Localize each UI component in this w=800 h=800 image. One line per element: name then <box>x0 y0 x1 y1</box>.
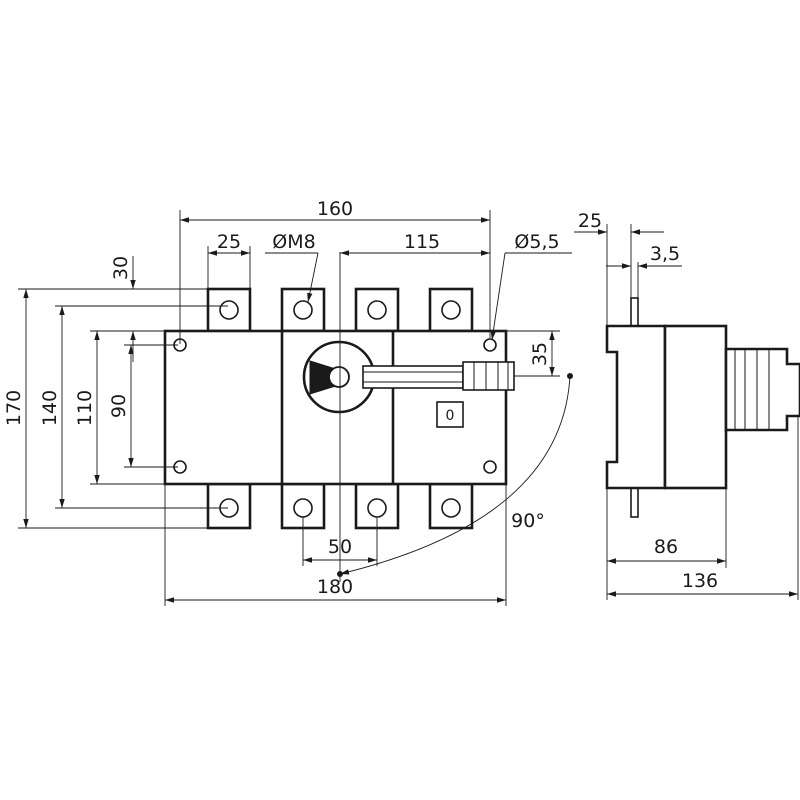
dim-110: 110 <box>74 390 96 426</box>
arc-start-dot <box>567 373 573 379</box>
side-view: 25 3,5 86 136 <box>574 210 800 600</box>
side-handle <box>724 347 800 432</box>
terminal-hole <box>293 300 313 320</box>
dim-3-5: 3,5 <box>650 243 680 265</box>
mounting-hole <box>483 338 497 352</box>
arc-end-dot <box>337 571 343 577</box>
dim-136: 136 <box>682 570 718 592</box>
terminal-hole <box>293 498 313 518</box>
dim-30: 30 <box>110 256 132 280</box>
dim-140: 140 <box>39 390 61 426</box>
dim-25-terminal: 25 <box>217 231 241 253</box>
side-front <box>663 324 728 490</box>
terminal-hole <box>219 300 239 320</box>
dim-86: 86 <box>654 536 678 558</box>
front-view: 0 160 25 ØM8 115 Ø5,5 30 <box>3 198 573 606</box>
mounting-hole <box>483 460 497 474</box>
terminal-hole <box>441 498 461 518</box>
shaft-coupling <box>462 361 515 391</box>
terminal-hole <box>367 300 387 320</box>
terminal-hole <box>441 300 461 320</box>
dim-35: 35 <box>529 342 551 366</box>
side-base <box>605 324 667 490</box>
dim-25-side: 25 <box>578 210 602 232</box>
terminal-hole <box>367 498 387 518</box>
dim-170: 170 <box>3 390 25 426</box>
dim-hole-5-5: Ø5,5 <box>514 231 559 253</box>
dim-thread-m8: ØM8 <box>272 231 315 253</box>
rotary-handle <box>302 340 464 414</box>
position-indicator <box>436 401 464 428</box>
position-label: 0 <box>446 408 455 424</box>
dim-180: 180 <box>317 576 353 598</box>
dim-160: 160 <box>317 198 353 220</box>
top-terminals <box>206 287 474 333</box>
dim-90-degree: 90° <box>511 510 545 532</box>
rotation-arc <box>339 375 571 575</box>
dim-90: 90 <box>108 394 130 418</box>
dim-115: 115 <box>404 231 440 253</box>
dim-50: 50 <box>328 536 352 558</box>
